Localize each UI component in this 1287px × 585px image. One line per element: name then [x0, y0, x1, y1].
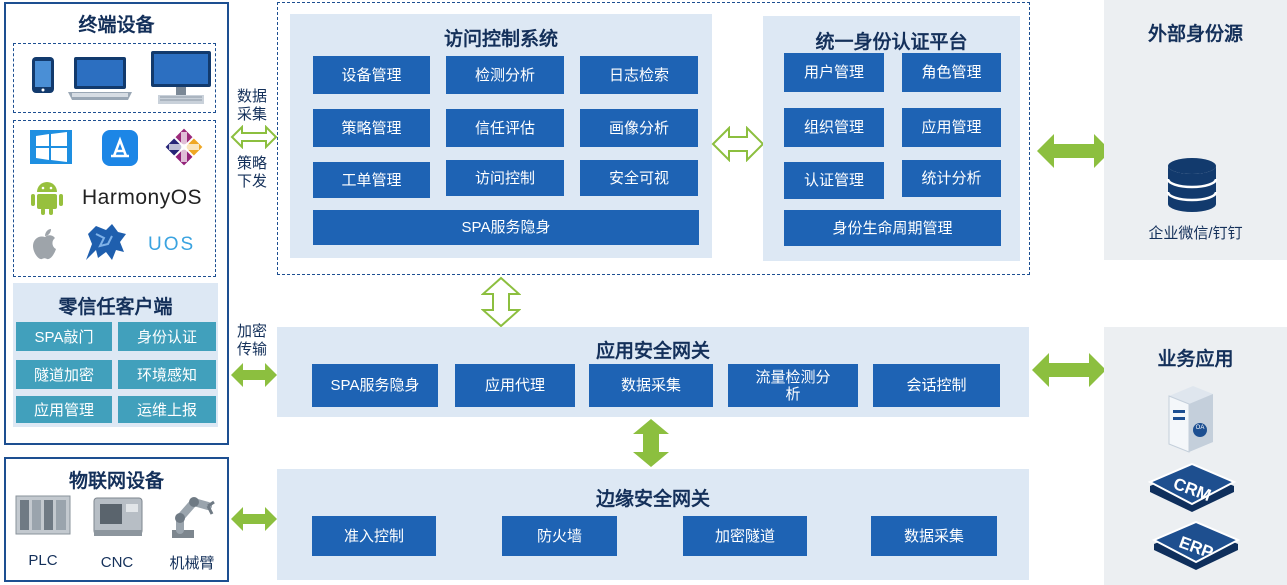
robotic-arm-label: 机械臂 — [169, 555, 215, 572]
role-management-button[interactable]: 角色管理 — [902, 53, 1001, 92]
business-apps-title: 业务应用 — [1157, 349, 1234, 370]
spa-service-hiding-button[interactable]: SPA服务隐身 — [313, 210, 699, 245]
policy-distribution-label: 策略下发 — [236, 155, 267, 190]
database-icon — [1166, 158, 1218, 212]
identity-platform-title: 统一身份认证平台 — [815, 32, 968, 53]
uos-logo: UOS — [148, 234, 196, 255]
auth-management-button[interactable]: 认证管理 — [784, 162, 884, 199]
trust-evaluation-button[interactable]: 信任评估 — [446, 109, 564, 147]
edge-gateway-title: 边缘安全网关 — [595, 489, 710, 510]
admission-control-button[interactable]: 准入控制 — [312, 516, 436, 556]
erp-tile-icon — [1151, 520, 1241, 570]
oa-label: OA — [1195, 425, 1205, 431]
centos-icon — [165, 128, 203, 166]
plc-label: PLC — [28, 552, 58, 569]
plc-device-icon — [15, 495, 71, 535]
apple-icon — [33, 229, 56, 260]
access-control-system-title: 访问控制系统 — [443, 29, 558, 50]
client-app-management-button[interactable]: 应用管理 — [16, 396, 112, 423]
android-icon — [31, 182, 63, 215]
cnc-label: CNC — [100, 554, 134, 571]
security-visibility-button[interactable]: 安全可视 — [580, 160, 698, 196]
external-identity-panel — [1104, 0, 1287, 260]
appgw-edgegw-arrow — [633, 419, 669, 467]
encrypted-transmission-label: 加密传输 — [236, 323, 267, 358]
environment-sensing-button[interactable]: 环境感知 — [118, 360, 216, 389]
windows-icon — [30, 130, 72, 164]
tunnel-encryption-button[interactable]: 隧道加密 — [16, 360, 112, 389]
kylin-logo-icon — [86, 224, 126, 260]
terminal-acs-hollow-arrow — [230, 125, 278, 149]
session-control-button[interactable]: 会话控制 — [873, 364, 1000, 407]
encrypted-tunnel-button[interactable]: 加密隧道 — [683, 516, 807, 556]
client-appgw-arrow — [231, 363, 277, 387]
firewall-button[interactable]: 防火墙 — [502, 516, 617, 556]
iot-title: 物联网设备 — [68, 471, 164, 492]
acs-appgw-hollow-arrow — [481, 276, 521, 328]
log-search-button[interactable]: 日志检索 — [580, 56, 698, 94]
policy-management-button[interactable]: 策略管理 — [313, 109, 430, 147]
user-management-button[interactable]: 用户管理 — [784, 53, 884, 92]
app-store-icon — [102, 130, 138, 166]
terminal-title: 终端设备 — [78, 15, 155, 36]
app-gateway-title: 应用安全网关 — [595, 341, 710, 362]
zero-trust-client-title: 零信任客户端 — [58, 297, 173, 318]
traffic-detection-button[interactable]: 流量检测分析 — [728, 364, 858, 407]
data-collection-label: 数据采集 — [236, 88, 267, 123]
statistics-analysis-button[interactable]: 统计分析 — [902, 160, 1001, 197]
access-control-button[interactable]: 访问控制 — [446, 160, 564, 196]
app-proxy-button[interactable]: 应用代理 — [455, 364, 575, 407]
appgw-business-arrow — [1032, 353, 1106, 387]
os-box — [13, 120, 216, 277]
control-plane-box — [277, 2, 1030, 275]
wecom-dingtalk-label: 企业微信/钉钉 — [1148, 225, 1243, 242]
uia-external-id-arrow — [1037, 134, 1111, 168]
desktop-computer-icon — [151, 51, 211, 104]
phone-icon — [32, 57, 54, 93]
gw-data-collection-button[interactable]: 数据采集 — [589, 364, 713, 407]
oa-server-icon — [1168, 386, 1213, 453]
detection-analysis-button[interactable]: 检测分析 — [446, 56, 564, 94]
robotic-arm-icon — [172, 497, 215, 538]
identity-lifecycle-button[interactable]: 身份生命周期管理 — [784, 210, 1001, 246]
profile-analysis-button[interactable]: 画像分析 — [580, 109, 698, 147]
identity-auth-button[interactable]: 身份认证 — [118, 322, 216, 351]
ops-report-button[interactable]: 运维上报 — [118, 396, 216, 423]
spa-knock-button[interactable]: SPA敲门 — [16, 322, 112, 351]
external-identity-title: 外部身份源 — [1147, 24, 1243, 45]
device-management-button[interactable]: 设备管理 — [313, 56, 430, 94]
cnc-machine-icon — [93, 497, 143, 536]
hardware-devices-box — [13, 43, 216, 113]
app-management-button[interactable]: 应用管理 — [902, 108, 1001, 147]
harmonyos-logo: HarmonyOS — [82, 186, 203, 209]
org-management-button[interactable]: 组织管理 — [784, 108, 884, 147]
crm-tile-icon — [1147, 462, 1237, 512]
edge-data-collection-button[interactable]: 数据采集 — [871, 516, 997, 556]
acs-uia-hollow-arrow — [711, 126, 765, 162]
ticket-management-button[interactable]: 工单管理 — [313, 162, 430, 198]
laptop-icon — [68, 57, 132, 100]
iot-edgegw-arrow — [231, 507, 277, 531]
gw-spa-service-hiding-button[interactable]: SPA服务隐身 — [312, 364, 438, 407]
